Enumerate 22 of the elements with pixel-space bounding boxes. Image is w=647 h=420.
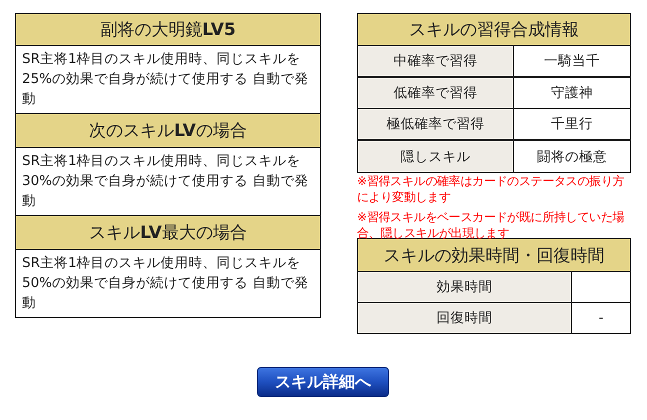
table-cell: 千里行	[513, 108, 631, 140]
table-cell: -	[571, 302, 631, 334]
table-cell: 回復時間	[357, 302, 572, 334]
table-cell: 隠しスキル	[357, 140, 514, 173]
table-header: 副将の大明鏡LV5	[15, 13, 321, 46]
table-header: スキルの習得合成情報	[357, 13, 631, 46]
table-header: スキルの効果時間・回復時間	[357, 238, 631, 272]
table-cell: 極低確率で習得	[357, 108, 514, 140]
table-header: 次のスキルLVの場合	[15, 113, 321, 148]
table-cell: 闘将の極意	[513, 140, 631, 173]
note-text: ※習得スキルの確率はカードのステータスの振り方により変動します	[357, 173, 626, 205]
table-cell: 中確率で習得	[357, 45, 514, 77]
description-box: SR主将1枠目のスキル使用時、同じスキルを50%の効果で自身が続けて使用する 自動で発動	[15, 249, 321, 318]
table-cell: 低確率で習得	[357, 77, 514, 109]
table-header: スキルLV最大の場合	[15, 215, 321, 250]
table-cell: 守護神	[513, 77, 631, 109]
description-box: SR主将1枠目のスキル使用時、同じスキルを30%の効果で自身が続けて使用する 自動で発動	[15, 147, 321, 216]
table-cell: 一騎当千	[513, 45, 631, 77]
table-cell: 効果時間	[357, 271, 572, 303]
note-text: ※習得スキルをベースカードが既に所持していた場合、隠しスキルが出現します	[357, 209, 626, 241]
description-box: SR主将1枠目のスキル使用時、同じスキルを25%の効果で自身が続けて使用する 自動で発動	[15, 45, 321, 114]
details-button: スキル詳細へ	[257, 367, 389, 397]
